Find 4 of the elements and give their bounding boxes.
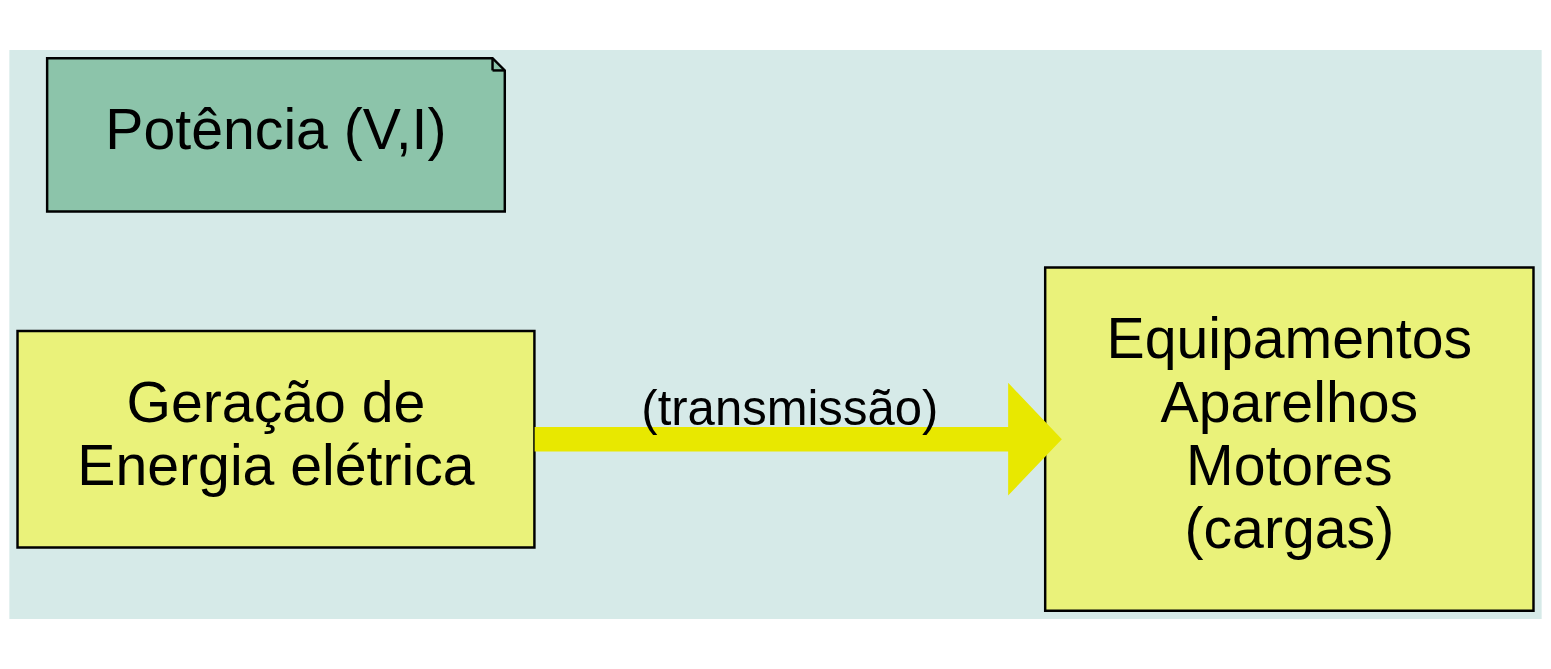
node-box: Geração de Energia elétrica bbox=[16, 329, 536, 549]
node-box: Equipamentos Aparelhos Motores (cargas) bbox=[1043, 266, 1535, 613]
edge-label: (transmissão) bbox=[641, 381, 939, 436]
arrow bbox=[534, 382, 1062, 496]
